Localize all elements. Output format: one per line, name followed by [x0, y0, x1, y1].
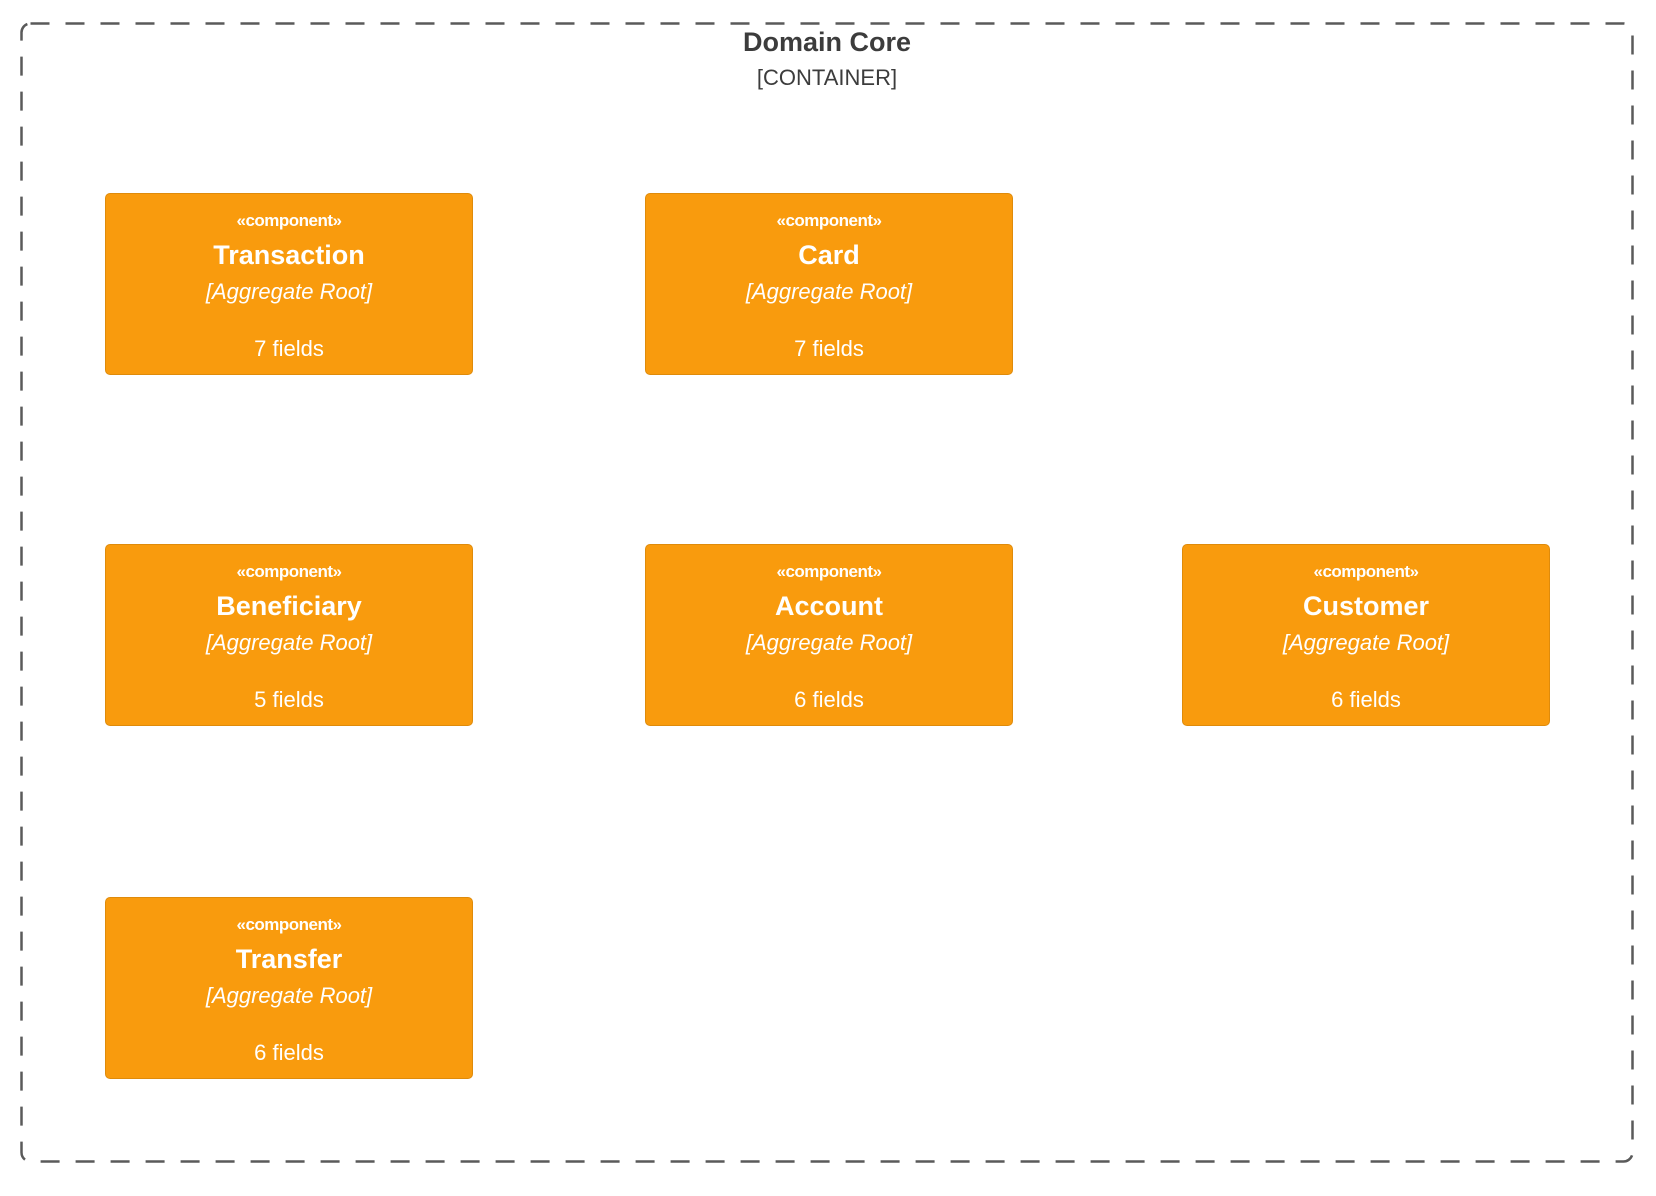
- component-stereotype: «component»: [1313, 562, 1419, 581]
- component-beneficiary[interactable]: «component» Beneficiary [Aggregate Root]…: [105, 544, 473, 726]
- component-role: [Aggregate Root]: [205, 983, 373, 1008]
- component-stereotype: «component»: [776, 211, 882, 230]
- component-name: Customer: [1302, 591, 1430, 621]
- component-customer[interactable]: «component» Customer [Aggregate Root] 6 …: [1182, 544, 1550, 726]
- component-transfer[interactable]: «component» Transfer [Aggregate Root] 6 …: [105, 897, 473, 1079]
- container-title: Domain Core: [742, 27, 912, 57]
- container-header: Domain Core [CONTAINER]: [20, 26, 1634, 92]
- component-card[interactable]: «component» Card [Aggregate Root] 7 fiel…: [645, 193, 1013, 375]
- component-field-count: 6 fields: [1331, 687, 1401, 712]
- component-field-count: 5 fields: [254, 687, 324, 712]
- component-name: Card: [798, 240, 860, 270]
- component-role: [Aggregate Root]: [205, 279, 373, 304]
- component-role: [Aggregate Root]: [1282, 630, 1450, 655]
- container-boundary: [20, 22, 1634, 1163]
- component-field-count: 7 fields: [254, 336, 324, 361]
- component-transaction[interactable]: «component» Transaction [Aggregate Root]…: [105, 193, 473, 375]
- component-role: [Aggregate Root]: [205, 630, 373, 655]
- component-stereotype: «component»: [236, 562, 342, 581]
- component-name: Transfer: [235, 944, 343, 974]
- container-subtitle: [CONTAINER]: [756, 65, 898, 91]
- component-stereotype: «component»: [776, 562, 882, 581]
- component-stereotype: «component»: [236, 915, 342, 934]
- component-name: Account: [775, 591, 883, 621]
- component-account[interactable]: «component» Account [Aggregate Root] 6 f…: [645, 544, 1013, 726]
- component-role: [Aggregate Root]: [745, 630, 913, 655]
- component-name: Beneficiary: [216, 591, 362, 621]
- component-field-count: 7 fields: [794, 336, 864, 361]
- component-stereotype: «component»: [236, 211, 342, 230]
- component-name: Transaction: [213, 240, 365, 270]
- component-field-count: 6 fields: [794, 687, 864, 712]
- component-role: [Aggregate Root]: [745, 279, 913, 304]
- component-field-count: 6 fields: [254, 1040, 324, 1065]
